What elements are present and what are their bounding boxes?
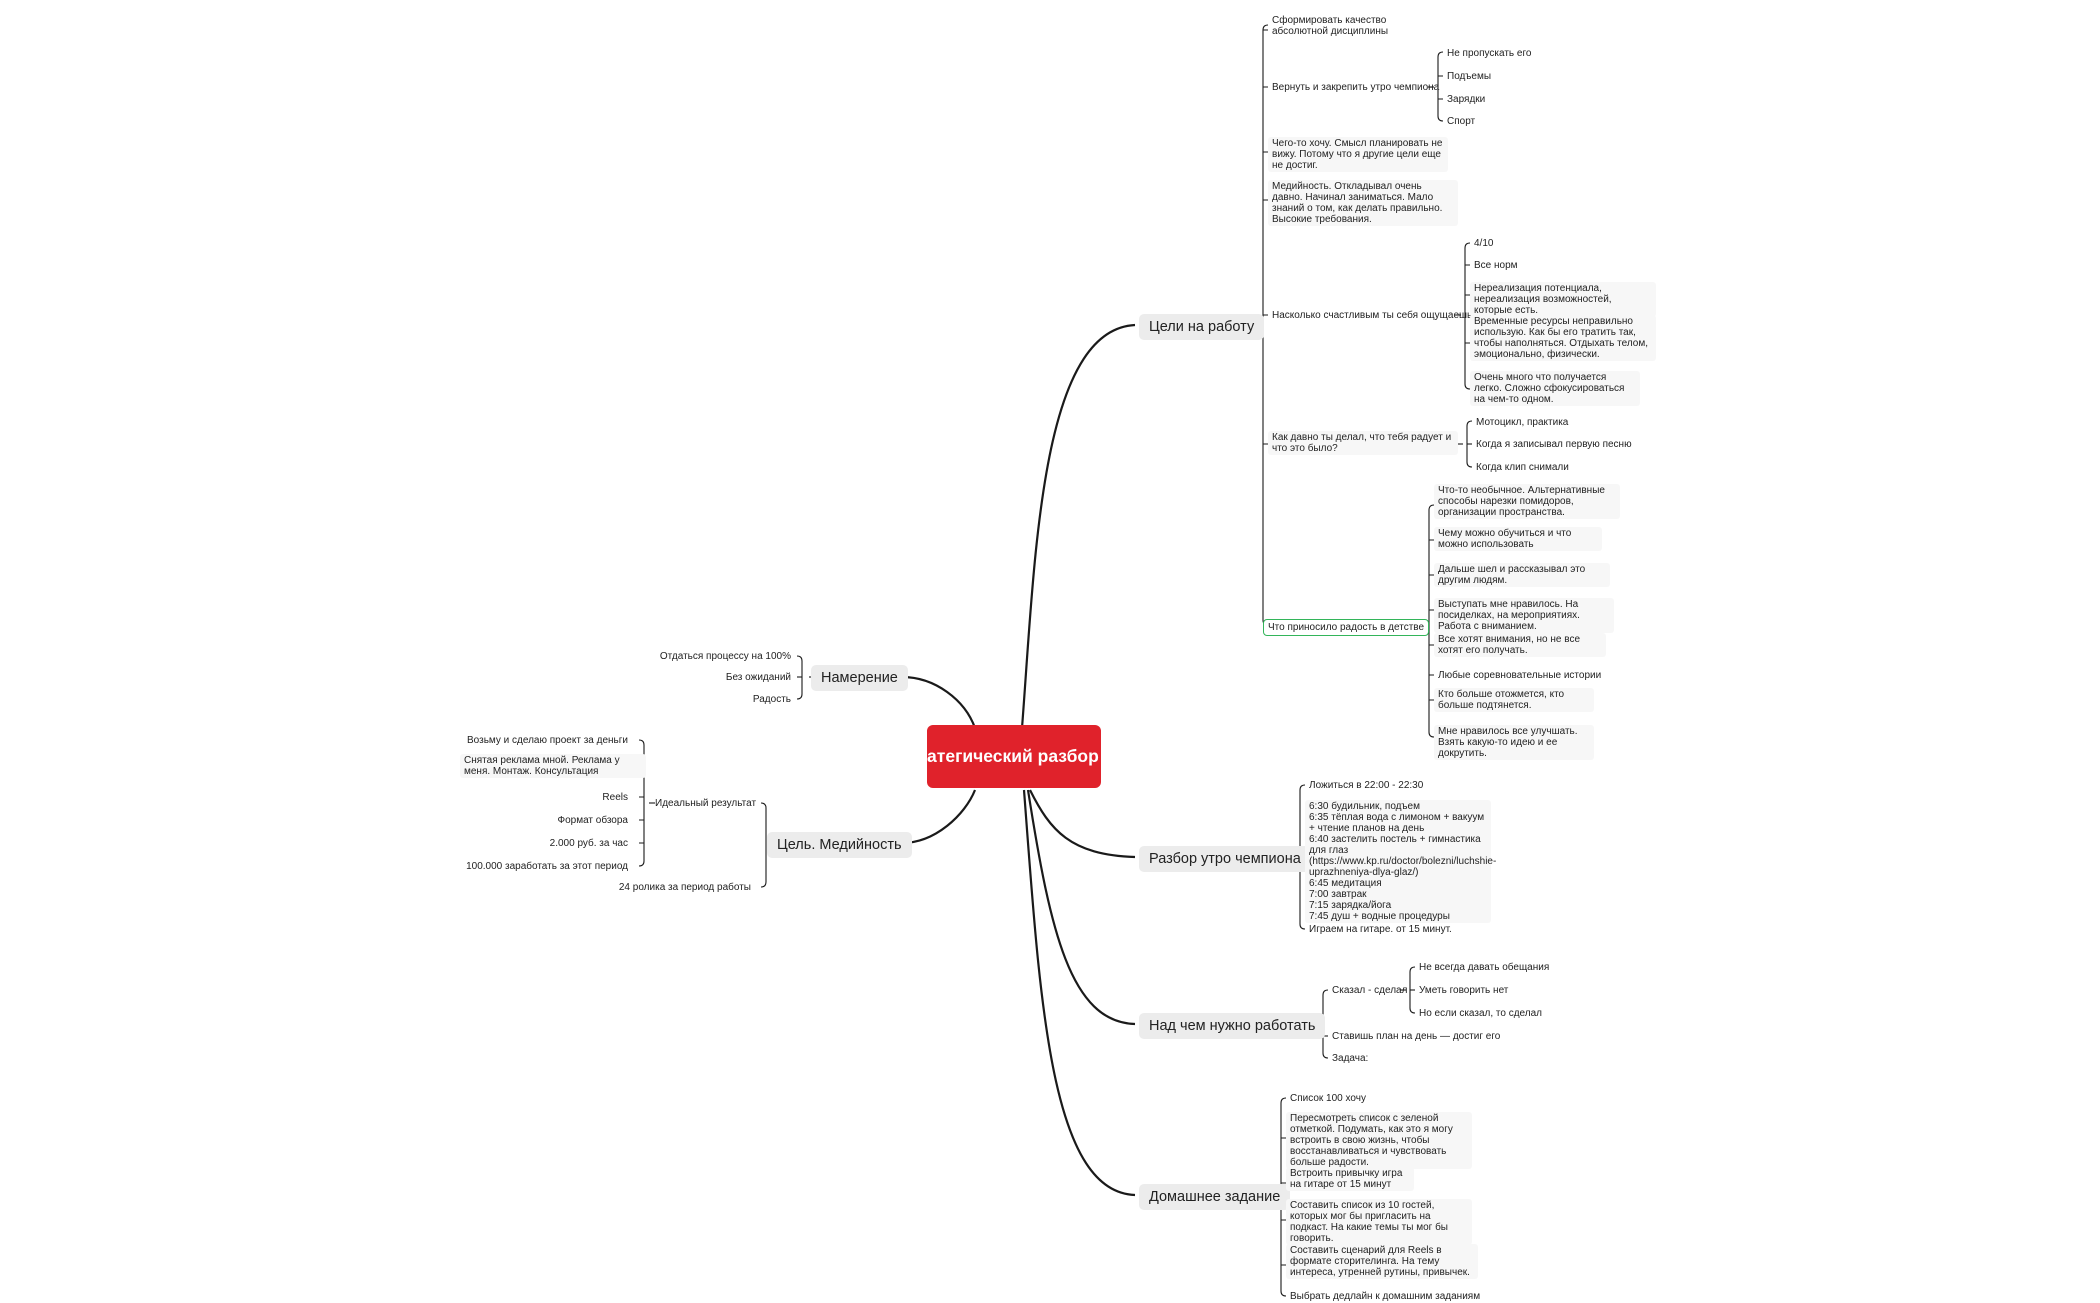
- childhood-sub-item[interactable]: Выступать мне нравилось. На посиделках, …: [1434, 598, 1614, 633]
- link-root-media: [901, 789, 977, 845]
- said-sub-item[interactable]: Уметь говорить нет: [1419, 985, 1509, 996]
- link-root-homework: [1022, 789, 1136, 1197]
- goal-joy[interactable]: Как давно ты делал, что тебя радует и чт…: [1268, 431, 1458, 455]
- branch-morning-review[interactable]: Разбор утро чемпиона: [1139, 846, 1311, 872]
- central-topic[interactable]: Стратегический разбор №1: [895, 725, 1133, 788]
- ideal-sub-item[interactable]: Снятая реклама мной. Реклама у меня. Мон…: [460, 754, 646, 778]
- childhood-sub-item[interactable]: Чему можно обучиться и что можно использ…: [1434, 527, 1602, 551]
- morning-sub-item[interactable]: Не пропускать его: [1447, 48, 1532, 59]
- happy-sub-item[interactable]: Нереализация потенциала, нереализация во…: [1470, 282, 1656, 317]
- work-said-done[interactable]: Сказал - сделал: [1332, 985, 1408, 996]
- morning-review-item[interactable]: Ложиться в 22:00 - 22:30: [1309, 780, 1424, 791]
- homework-item[interactable]: Встроить привычку игра на гитаре от 15 м…: [1286, 1167, 1414, 1191]
- happy-sub-item[interactable]: Временные ресурсы неправильно использую.…: [1470, 315, 1656, 361]
- morning-review-item[interactable]: Играем на гитаре. от 15 минут.: [1309, 924, 1452, 935]
- homework-item[interactable]: Составить список из 10 гостей, которых м…: [1286, 1199, 1472, 1245]
- goal-morning[interactable]: Вернуть и закрепить утро чемпиона: [1272, 82, 1440, 93]
- media-ideal-result[interactable]: Идеальный результат: [655, 798, 757, 809]
- childhood-sub-item[interactable]: Мне нравилось все улучшать. Взять какую-…: [1434, 725, 1594, 760]
- link-root-goals: [1020, 323, 1136, 729]
- intention-item[interactable]: Отдаться процессу на 100%: [659, 651, 791, 662]
- said-sub-item[interactable]: Но если сказал, то сделал: [1419, 1008, 1543, 1019]
- media-videos[interactable]: 24 ролика за период работы: [618, 882, 751, 893]
- ideal-sub-item[interactable]: Reels: [602, 792, 628, 803]
- work-plan[interactable]: Ставишь план на день — достиг его: [1332, 1031, 1501, 1042]
- branch-work-on[interactable]: Над чем нужно работать: [1139, 1013, 1326, 1039]
- ideal-sub-item[interactable]: 100.000 заработать за этот период: [466, 861, 628, 872]
- goal-media[interactable]: Медийность. Откладывал очень давно. Начи…: [1268, 180, 1458, 226]
- joy-sub-item[interactable]: Когда клип снимали: [1476, 462, 1569, 473]
- morning-sub-item[interactable]: Зарядки: [1447, 94, 1486, 105]
- work-task[interactable]: Задача:: [1332, 1053, 1369, 1064]
- goal-discipline[interactable]: Сформировать качество абсолютной дисципл…: [1272, 15, 1389, 37]
- happy-sub-item[interactable]: 4/10: [1474, 238, 1494, 249]
- branch-intention[interactable]: Намерение: [811, 665, 908, 691]
- goal-want[interactable]: Чего-то хочу. Смысл планировать не вижу.…: [1268, 137, 1448, 172]
- homework-item[interactable]: Составить сценарий для Reels в формате с…: [1286, 1244, 1478, 1279]
- morning-sub-item[interactable]: Подъемы: [1447, 71, 1492, 82]
- morning-schedule[interactable]: 6:30 будильник, подъем 6:35 тёплая вода …: [1305, 800, 1496, 923]
- branch-media-goal[interactable]: Цель. Медийность: [767, 832, 912, 858]
- happy-sub-item[interactable]: Все норм: [1474, 260, 1518, 271]
- homework-item[interactable]: Пересмотреть список с зеленой отметкой. …: [1286, 1112, 1472, 1169]
- intention-item[interactable]: Без ожиданий: [725, 672, 791, 683]
- ideal-sub-item[interactable]: 2.000 руб. за час: [549, 838, 628, 849]
- ideal-sub-item[interactable]: Возьму и сделаю проект за деньги: [466, 735, 628, 746]
- childhood-sub-item[interactable]: Что-то необычное. Альтернативные способы…: [1434, 484, 1620, 519]
- childhood-sub-item[interactable]: Кто больше отожмется, кто больше подтяне…: [1434, 688, 1594, 712]
- link-root-work: [1026, 789, 1136, 1026]
- branch-goals[interactable]: Цели на работу: [1139, 314, 1265, 340]
- homework-item[interactable]: Список 100 хочу: [1290, 1093, 1366, 1104]
- joy-sub-item[interactable]: Мотоцикл, практика: [1476, 417, 1569, 428]
- link-root-morning: [1029, 789, 1136, 859]
- branch-homework[interactable]: Домашнее задание: [1139, 1184, 1291, 1210]
- said-sub-item[interactable]: Не всегда давать обещания: [1419, 962, 1550, 973]
- link-root-intention: [901, 675, 977, 729]
- goal-childhood-joy[interactable]: Что приносило радость в детстве: [1263, 619, 1430, 636]
- happy-sub-item[interactable]: Очень много что получается легко. Сложно…: [1470, 371, 1640, 406]
- childhood-sub-item[interactable]: Любые соревновательные истории: [1438, 670, 1602, 681]
- goal-happiness[interactable]: Насколько счастливым ты себя ощущаешь: [1272, 310, 1473, 321]
- joy-sub-item[interactable]: Когда я записывал первую песню: [1476, 439, 1632, 450]
- childhood-sub-item[interactable]: Дальше шел и рассказывал это другим людя…: [1434, 563, 1610, 587]
- homework-item[interactable]: Выбрать дедлайн к домашним заданиям: [1290, 1291, 1481, 1302]
- ideal-sub-item[interactable]: Формат обзора: [557, 815, 628, 826]
- childhood-sub-item[interactable]: Все хотят внимания, но не все хотят его …: [1434, 633, 1606, 657]
- morning-sub-item[interactable]: Спорт: [1447, 116, 1476, 127]
- intention-item[interactable]: Радость: [752, 694, 791, 705]
